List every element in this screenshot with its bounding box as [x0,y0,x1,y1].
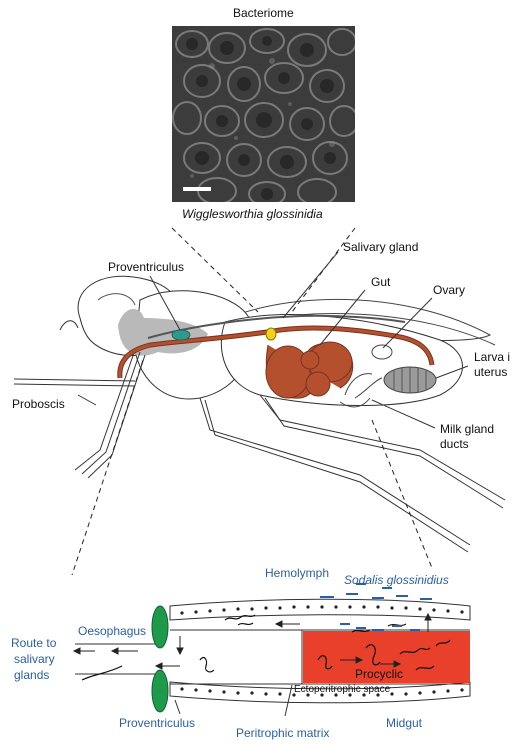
label-proventriculus-gut: Proventriculus [119,717,195,731]
proventriculus-valve-bottom [152,670,168,712]
epithelium-top [170,599,470,620]
label-midgut: Midgut [386,717,422,731]
salivary-pointer [283,252,338,318]
gut-section [74,584,470,716]
proboscis-line-2 [14,384,135,386]
label-procyclic: Procyclic [355,668,403,682]
proboscis-line-1 [14,379,135,381]
label-peritrophic-matrix: Peritrophic matrix [236,727,329,741]
label-ectoperitrophic: Ectoperitrophic space [294,684,390,696]
label-route-line3: glands [14,669,49,683]
proboscis-pointer [78,395,96,405]
proventriculus-marker [172,330,190,340]
bacteriome-marker [266,328,276,340]
label-route-line1: Route to [11,637,56,651]
antenna [60,321,78,330]
label-ovary: Ovary [433,284,465,298]
label-gut: Gut [371,276,390,290]
label-route-line2: salivary [14,653,55,667]
label-hemolymph: Hemolymph [265,567,329,581]
milk-gland-pointer [372,400,435,428]
proventriculus-valve-top [152,606,168,648]
label-sodalis: Sodalis glossinidius [344,574,449,588]
label-larva-line2: uterus [474,366,507,380]
front-leg-1 [75,350,135,470]
mid-leg [200,398,470,545]
label-larva-line1: Larva i [474,351,510,365]
label-proventriculus-fly: Proventriculus [108,261,184,275]
front-leg-3 [88,355,145,478]
label-salivary-gland: Salivary gland [343,241,418,255]
label-oesophagus: Oesophagus [78,625,146,639]
label-milk-gland-line2: ducts [440,438,469,452]
ovary-shape [372,345,392,359]
label-milk-gland-line1: Milk gland [440,423,494,437]
label-proboscis: Proboscis [12,398,65,412]
zoom-line-gut-right [372,420,432,568]
